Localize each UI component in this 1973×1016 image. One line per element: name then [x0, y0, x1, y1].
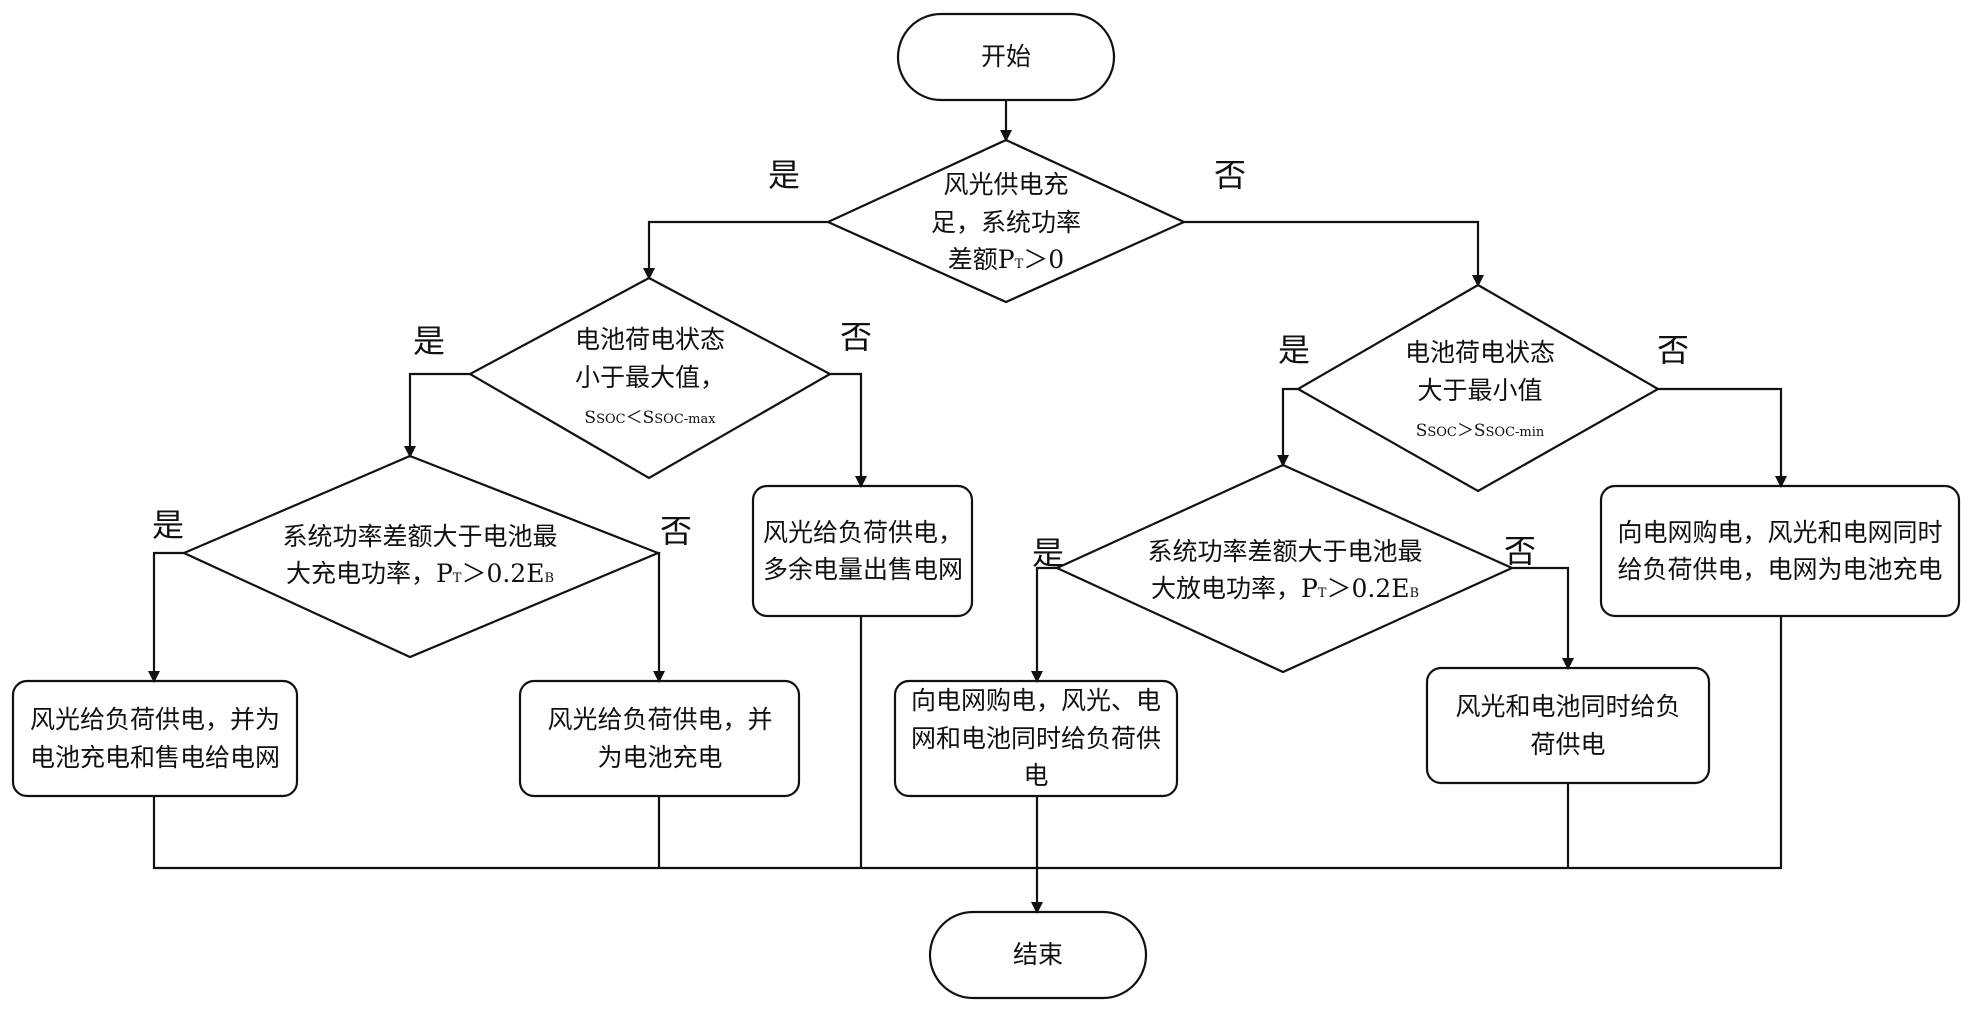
process-2-text: 风光给负荷供电，并为电池充电 — [547, 705, 773, 772]
arrow-d3-no — [1658, 387, 1787, 488]
process-1-text: 风光给负荷供电，并为电池充电和售电给电网 — [29, 705, 280, 772]
d5-yes-label: 是 — [1032, 534, 1065, 572]
decision-5-text: 系统功率差额大于电池最 大放电功率，PT＞0.2EB — [1147, 536, 1423, 604]
arrow-d1-no — [1184, 220, 1484, 287]
d3-yes-label: 是 — [1278, 331, 1311, 369]
decision-1 — [825, 138, 1187, 304]
arrow-d1-yes — [643, 220, 828, 280]
decision-1-text: 风光供电充 足，系统功率 差额PT＞0 — [930, 170, 1081, 275]
decision-2 — [467, 276, 833, 480]
process-4-text: 向电网购电，风光、电网和电池同时给负荷供电 — [910, 686, 1161, 791]
arrow-d3-yes — [1277, 387, 1298, 467]
d1-yes-label: 是 — [768, 156, 801, 194]
d4-yes-label: 是 — [152, 506, 185, 544]
arrow-d4-yes — [148, 551, 184, 683]
arrow-d4-no — [653, 551, 665, 683]
d2-no-label: 否 — [840, 318, 873, 356]
d4-no-label: 否 — [660, 512, 693, 550]
d5-no-label: 否 — [1504, 532, 1537, 570]
arrow-d5-no — [1512, 566, 1574, 670]
arrow-d5-yes — [1031, 566, 1057, 683]
arrow-d2-yes — [404, 372, 470, 458]
decision-2-text: 电池荷电状态 小于最大值， SSOC＜SSOC-max — [574, 325, 725, 429]
process-3-text: 风光给负荷供电，多余电量出售电网 — [763, 517, 964, 585]
merge-line — [152, 616, 1783, 870]
decision-3-text: 电池荷电状态 大于最小值 SSOC＞SSOC-min — [1404, 338, 1555, 442]
arrow-d2-no — [830, 372, 867, 488]
decision-4 — [181, 454, 661, 659]
decision-3 — [1295, 283, 1661, 493]
decision-5 — [1054, 463, 1515, 674]
end-label: 结束 — [1012, 940, 1063, 970]
d2-yes-label: 是 — [413, 322, 446, 360]
process-5-text: 风光和电池同时给负荷供电 — [1455, 692, 1681, 759]
d1-no-label: 否 — [1214, 156, 1247, 194]
decision-4-text: 系统功率差额大于电池最 大充电功率，PT＞0.2EB — [282, 521, 558, 589]
d3-no-label: 否 — [1657, 331, 1690, 369]
start-label: 开始 — [980, 42, 1031, 72]
process-6-text: 向电网购电，风光和电网同时给负荷供电，电网为电池充电 — [1617, 517, 1943, 585]
